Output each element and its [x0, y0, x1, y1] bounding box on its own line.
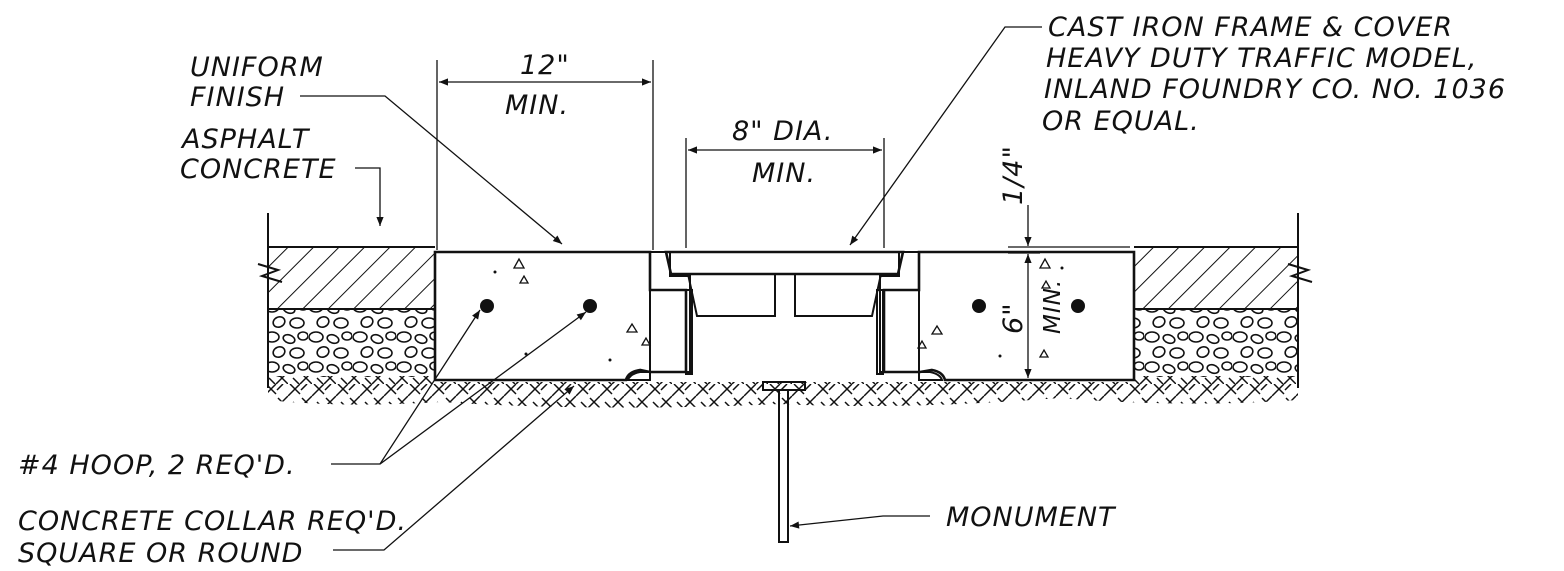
right-gravel-base [1134, 309, 1298, 377]
leader-collar [333, 385, 575, 551]
dimension-quarter-inch [1008, 205, 1130, 254]
label-uniform-finish-line1: UNIFORM [190, 52, 324, 83]
label-dim-6: 6" [998, 302, 1029, 334]
left-concrete-collar [433, 250, 688, 382]
right-asphalt-concrete [1134, 246, 1298, 310]
label-dim-12-line2: MIN. [505, 90, 569, 121]
left-break-symbol [257, 213, 283, 388]
leader-frame-cover [849, 26, 1042, 246]
subgrade-earth [268, 376, 1298, 408]
label-collar-line2: SQUARE OR ROUND [18, 538, 303, 569]
label-dim-6-min: MIN. [1040, 279, 1066, 334]
leader-hoop [331, 309, 587, 465]
cast-iron-cover [664, 250, 905, 317]
label-dim-8-line1: 8" DIA. [732, 116, 834, 147]
label-dim-12-line1: 12" [520, 50, 570, 81]
label-asphalt-line1: ASPHALT [180, 124, 311, 155]
label-frame-cover-line3: INLAND FOUNDRY CO. NO. 1036 [1044, 74, 1506, 105]
label-dim-quarter: 1/4" [998, 145, 1029, 205]
monument-pin [762, 381, 806, 543]
dimension-12-min [436, 60, 654, 250]
label-hoop: #4 HOOP, 2 REQ'D. [18, 450, 296, 481]
leader-uniform-finish [300, 95, 563, 245]
cast-iron-frame [626, 251, 944, 381]
label-collar-line1: CONCRETE COLLAR REQ'D. [18, 506, 407, 537]
leader-asphalt [355, 167, 384, 226]
label-monument: MONUMENT [946, 502, 1117, 533]
leader-monument [789, 515, 930, 529]
left-gravel-base [268, 309, 435, 377]
right-break-symbol [1287, 213, 1313, 388]
label-uniform-finish-line2: FINISH [190, 82, 285, 113]
dimension-8-dia [685, 138, 885, 248]
label-frame-cover-line4: OR EQUAL. [1042, 106, 1200, 137]
label-frame-cover-line2: HEAVY DUTY TRAFFIC MODEL, [1046, 43, 1477, 74]
label-dim-8-line2: MIN. [752, 158, 816, 189]
label-asphalt-line2: CONCRETE [180, 154, 337, 185]
label-frame-cover-line1: CAST IRON FRAME & COVER [1048, 12, 1453, 43]
left-asphalt-concrete [268, 246, 435, 310]
